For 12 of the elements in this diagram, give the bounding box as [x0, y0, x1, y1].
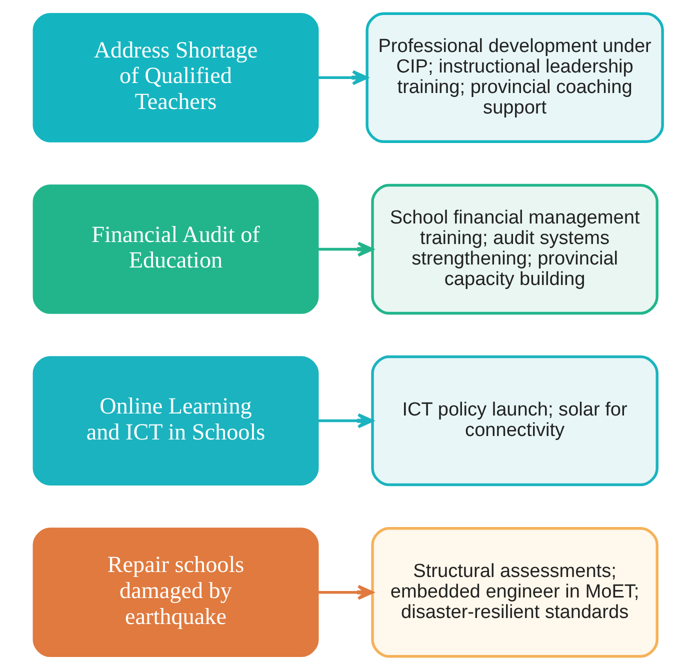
- arrow: [318, 413, 373, 428]
- arrow: [318, 584, 373, 600]
- node-box: Financial Audit of Education: [32, 184, 318, 314]
- node-box: Structural assessments; embedded engineer in MoET; disaster-resilient standards: [370, 527, 658, 658]
- node-box: ICT policy launch; solar for connectivity: [370, 355, 658, 486]
- arrow: [318, 70, 368, 86]
- node-box: Online Learning and ICT in Schools: [32, 356, 318, 486]
- node-box: Repair schools damaged by earthquake: [32, 528, 318, 658]
- node-box: School financial management training; audit systems strengthening; provincial capacity building: [370, 184, 658, 315]
- node-box: Address Shortage of Qualified Teachers: [32, 12, 318, 142]
- node-box: Professional development under CIP; instructional leadership training; provincial coaching support: [365, 12, 664, 143]
- arrow: [318, 242, 373, 257]
